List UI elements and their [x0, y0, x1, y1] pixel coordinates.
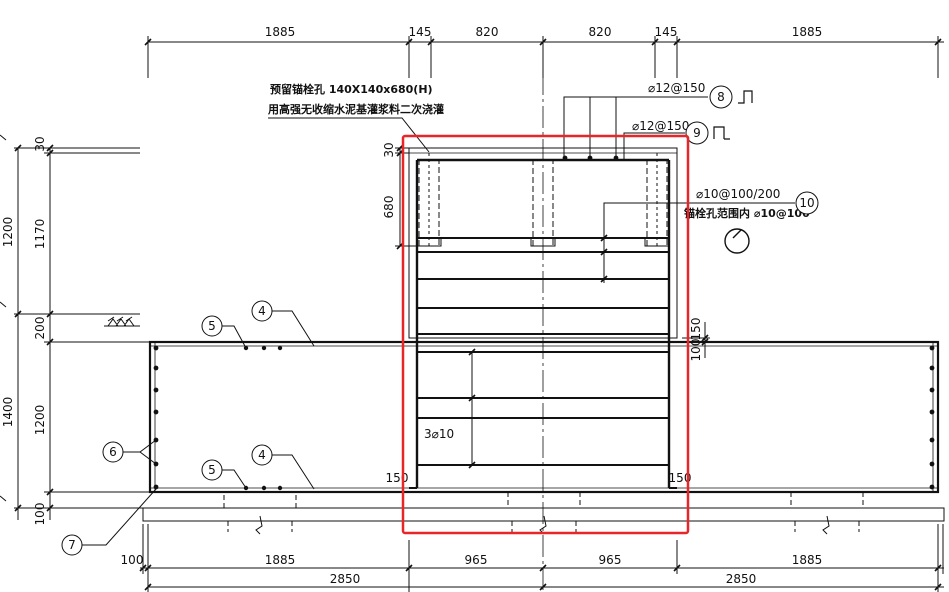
callout-5-bottom-number: 5: [208, 463, 216, 477]
callout-4-bottom: 4: [251, 444, 315, 490]
pedestal-dim-680: 680: [382, 196, 396, 219]
piles: [223, 491, 864, 535]
top-dim-1: 1885: [265, 25, 296, 39]
pedestal-dim-30: 30: [382, 142, 396, 157]
bottom-dim-2850-left: 2850: [330, 572, 361, 586]
left-dim-30: 30: [33, 136, 47, 151]
stirrup-shape-10: [724, 228, 750, 254]
note-grout: 用高强无收缩水泥基灌浆料二次浇灌: [268, 102, 444, 116]
top-dim-5: 145: [655, 25, 678, 39]
bottom-dim-100: 100: [121, 553, 144, 567]
callout-4-bottom-number: 4: [258, 448, 266, 462]
rebar-9-label: ⌀12@150: [648, 81, 705, 95]
left-dim-200: 200: [33, 317, 47, 340]
pedestal-dim-150: 150: [689, 318, 703, 341]
left-dim-1200b: 1200: [33, 405, 47, 436]
callout-5-top: 5: [201, 315, 247, 349]
bottom-dim-965-left: 965: [465, 553, 488, 567]
rebar-10-label-b: 锚栓孔范围内 ⌀10@100: [684, 206, 810, 220]
callout-8: ⌀12@150 9: [623, 119, 730, 159]
top-dimension-line: 1885 145 820 820 145 1885: [144, 25, 944, 78]
rebar-10-label-a: ⌀10@100/200: [696, 187, 780, 201]
callout-10: ⌀10@100/200 锚栓孔范围内 ⌀10@100 10: [603, 187, 819, 254]
callout-5-top-number: 5: [208, 319, 216, 333]
callout-10-number: 10: [799, 196, 814, 210]
bottom-dim-965-right: 965: [599, 553, 622, 567]
callout-6: 6: [102, 439, 157, 465]
top-dim-6: 1885: [792, 25, 823, 39]
bars-3-label: 3⌀10: [424, 427, 454, 441]
callout-6-number: 6: [109, 445, 117, 459]
top-dim-2: 145: [409, 25, 432, 39]
pedestal-dim-100: 100: [689, 339, 703, 362]
highlight-box: [401, 134, 690, 535]
bottom-dim-2850-right: 2850: [726, 572, 757, 586]
left-dim-1170: 1170: [33, 219, 47, 250]
bottom-dim-1885-left: 1885: [265, 553, 296, 567]
left-dim-1400: 1400: [1, 397, 15, 428]
callout-7: 7: [61, 488, 157, 556]
left-dimension-lines: 1200 1400 30 1170 200 1200 100: [0, 134, 150, 526]
anchor-notes: 预留锚栓孔 140X140x680(H) 用高强无收缩水泥基灌浆料二次浇灌: [268, 82, 444, 153]
callout-7-number: 7: [68, 538, 76, 552]
pedestal: [408, 147, 678, 489]
rebar-8-label: ⌀12@150: [632, 119, 689, 133]
note-anchor-hole: 预留锚栓孔 140X140x680(H): [270, 82, 433, 96]
callout-9: ⌀12@150 8: [563, 81, 753, 158]
top-dim-4: 820: [589, 25, 612, 39]
bars-3-dim: 3⌀10: [424, 205, 608, 469]
callout-4-top: 4: [251, 300, 315, 347]
bottom-dimension-lines: 100 1885 965 965 1885 2850 2850: [121, 524, 944, 592]
ground-hatch: [104, 316, 140, 327]
callout-8-number: 9: [693, 126, 701, 140]
callout-9-number: 8: [717, 90, 725, 104]
callout-4-top-number: 4: [258, 304, 266, 318]
pedestal-dim-foot-left: 150: [386, 471, 409, 485]
pedestal-dim-foot-right: 150: [669, 471, 692, 485]
bar-shape-9: [738, 90, 753, 104]
blinding-layer: [142, 507, 945, 522]
left-dim-1200: 1200: [1, 217, 15, 248]
bottom-dim-1885-right: 1885: [792, 553, 823, 567]
callout-5-bottom: 5: [201, 459, 247, 489]
left-dim-100: 100: [33, 503, 47, 526]
top-dim-3: 820: [476, 25, 499, 39]
bar-shape-8: [713, 126, 730, 140]
